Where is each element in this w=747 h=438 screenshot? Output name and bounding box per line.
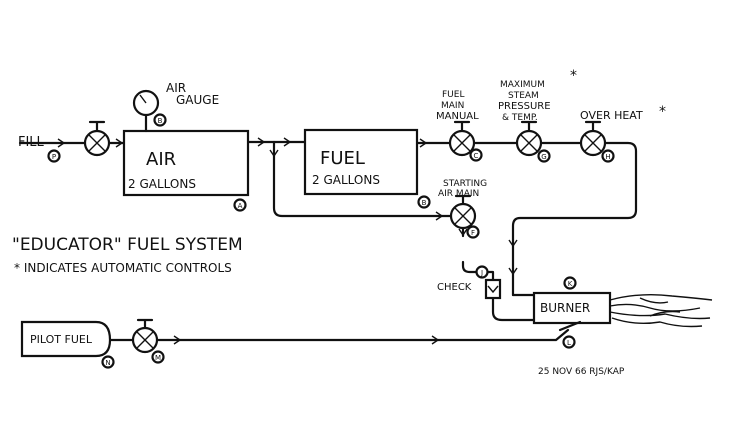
max-label-4: & TEMP. xyxy=(502,113,538,123)
air-tank-label: AIR xyxy=(146,149,176,170)
fill-valve xyxy=(83,120,111,157)
fuel-main-label-3: MANUAL xyxy=(436,111,479,122)
air-tank: AIR 2 GALLONS A xyxy=(122,129,250,212)
pilot-valve-tag: M xyxy=(155,354,161,362)
air-tank-capacity: 2 GALLONS xyxy=(128,177,196,191)
pilot-fuel-label: PILOT FUEL xyxy=(30,333,93,346)
automatic-controls-note: * INDICATES AUTOMATIC CONTROLS xyxy=(14,261,232,275)
max-pressure-valve: G MAXIMUM * STEAM PRESSURE & TEMP. xyxy=(498,68,577,163)
air-gauge-tag: B xyxy=(158,117,163,125)
fill-label: FILL xyxy=(18,135,45,150)
air-gauge: B AIR GAUGE xyxy=(132,81,219,133)
air-tank-tag: A xyxy=(238,202,243,210)
starting-tag: F xyxy=(471,229,475,237)
check-label: CHECK xyxy=(437,282,472,293)
fuel-tank-capacity: 2 GALLONS xyxy=(312,173,380,187)
fuel-tank-label: FUEL xyxy=(320,148,365,169)
burner-tag: K xyxy=(568,280,573,288)
fuel-main-tag: C xyxy=(474,152,479,160)
max-valve-tag: G xyxy=(541,153,546,161)
signature: 25 NOV 66 RJS/KAP xyxy=(538,367,625,377)
overheat-label: OVER HEAT xyxy=(580,109,643,122)
burner: BURNER K L xyxy=(532,276,713,349)
overheat-valve: H OVER HEAT * xyxy=(579,104,666,163)
overheat-tag: H xyxy=(605,153,610,161)
flow-arrows xyxy=(57,137,518,345)
check-valve: J CHECK xyxy=(437,265,502,300)
flame-icon xyxy=(609,293,713,328)
fuel-tank: FUEL 2 GALLONS B xyxy=(303,128,431,209)
max-label-1: MAXIMUM xyxy=(500,80,545,90)
burner-valve-tag: L xyxy=(567,339,571,347)
air-gauge-label-2: GAUGE xyxy=(176,93,219,107)
pilot-valve: M xyxy=(131,318,165,364)
fuel-tank-tag: B xyxy=(422,199,427,207)
diagram-title: "EDUCATOR" FUEL SYSTEM xyxy=(12,235,243,255)
fill-tag: P xyxy=(52,153,56,161)
fuel-main-label-1: FUEL xyxy=(442,90,464,100)
starting-label-1: STARTING xyxy=(443,179,487,189)
check-tag: J xyxy=(480,269,483,277)
starting-air-valve: F STARTING AIR MAIN xyxy=(438,179,487,239)
max-asterisk: * xyxy=(570,68,577,84)
max-label-2: STEAM xyxy=(508,91,539,101)
max-label-3: PRESSURE xyxy=(498,101,551,112)
burner-label: BURNER xyxy=(540,301,590,315)
fuel-main-label-2: MAIN xyxy=(441,101,464,111)
starting-label-2: AIR MAIN xyxy=(438,189,479,199)
fill-point: FILL P xyxy=(18,135,61,163)
pilot-tank-tag: N xyxy=(105,359,110,367)
air-gauge-label-1: AIR xyxy=(166,81,186,95)
fuel-main-valve: C FUEL MAIN MANUAL xyxy=(436,90,483,162)
overheat-asterisk: * xyxy=(659,104,666,120)
pilot-fuel-tank: PILOT FUEL N xyxy=(20,320,115,369)
